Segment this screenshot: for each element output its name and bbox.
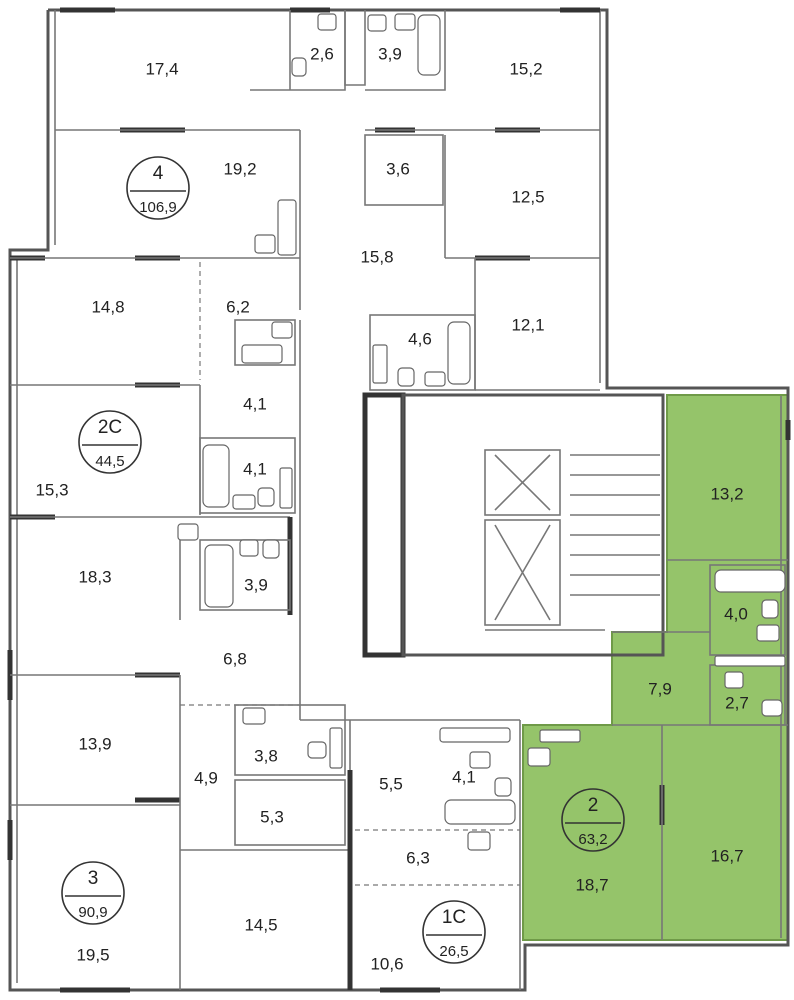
apartment-badge-2c[interactable]: 2С 44,5 bbox=[78, 410, 142, 474]
room-area-label: 16,7 bbox=[710, 846, 743, 865]
room-area-label: 5,5 bbox=[379, 774, 403, 793]
room-labels: 17,4 2,6 3,9 15,2 19,2 3,6 12,5 15,8 14,… bbox=[35, 44, 748, 973]
apartment-number: 1С bbox=[442, 907, 466, 928]
room-area-label: 12,1 bbox=[511, 315, 544, 334]
room-area-label: 3,9 bbox=[244, 575, 268, 594]
apartment-2-highlight[interactable] bbox=[522, 394, 789, 941]
room-area-label: 15,8 bbox=[360, 247, 393, 266]
room-area-label: 19,5 bbox=[76, 945, 109, 964]
room-area-label: 10,6 bbox=[370, 954, 403, 973]
room-area-label: 4,0 bbox=[724, 604, 748, 623]
room-area-label: 3,9 bbox=[378, 44, 402, 63]
apartment-area: 63,2 bbox=[578, 831, 607, 848]
room-area-label: 17,4 bbox=[145, 59, 178, 78]
apartment-badge-4[interactable]: 4 106,9 bbox=[126, 156, 190, 220]
room-area-label: 5,3 bbox=[260, 807, 284, 826]
room-area-label: 2,6 bbox=[310, 44, 334, 63]
room-area-label: 4,1 bbox=[243, 459, 267, 478]
room-area-label: 4,1 bbox=[452, 767, 476, 786]
room-area-label: 14,8 bbox=[91, 297, 124, 316]
apartment-area: 26,5 bbox=[439, 943, 468, 960]
room-area-label: 14,5 bbox=[244, 915, 277, 934]
room-area-label: 15,3 bbox=[35, 480, 68, 499]
room-area-label: 18,3 bbox=[78, 567, 111, 586]
apartment-number: 4 bbox=[153, 163, 164, 184]
apartment-badge-2[interactable]: 2 63,2 bbox=[561, 788, 625, 852]
outer-walls bbox=[8, 8, 790, 992]
interior-walls bbox=[10, 10, 788, 990]
apartment-area: 44,5 bbox=[95, 453, 124, 470]
fixtures bbox=[177, 13, 786, 851]
apartment-number: 2С bbox=[98, 417, 122, 438]
room-area-label: 12,5 bbox=[511, 187, 544, 206]
apartment-number: 3 bbox=[88, 868, 99, 889]
apartment-badge-1c[interactable]: 1С 26,5 bbox=[422, 900, 486, 964]
room-area-label: 4,9 bbox=[194, 768, 218, 787]
room-area-label: 7,9 bbox=[648, 679, 672, 698]
room-area-label: 15,2 bbox=[509, 59, 542, 78]
room-area-label: 13,9 bbox=[78, 734, 111, 753]
room-area-label: 4,6 bbox=[408, 329, 432, 348]
room-area-label: 13,2 bbox=[710, 484, 743, 503]
room-area-label: 6,3 bbox=[406, 848, 430, 867]
room-area-label: 19,2 bbox=[223, 159, 256, 178]
room-area-label: 3,6 bbox=[386, 159, 410, 178]
room-area-label: 3,8 bbox=[254, 746, 278, 765]
room-area-label: 6,2 bbox=[226, 297, 250, 316]
apartment-number: 2 bbox=[588, 795, 599, 816]
room-area-label: 18,7 bbox=[575, 875, 608, 894]
apartment-area: 106,9 bbox=[139, 199, 177, 216]
apartment-badge-3[interactable]: 3 90,9 bbox=[61, 861, 125, 925]
apartment-area: 90,9 bbox=[78, 904, 107, 921]
room-area-label: 6,8 bbox=[223, 649, 247, 668]
room-area-label: 2,7 bbox=[725, 693, 749, 712]
room-area-label: 4,1 bbox=[243, 394, 267, 413]
